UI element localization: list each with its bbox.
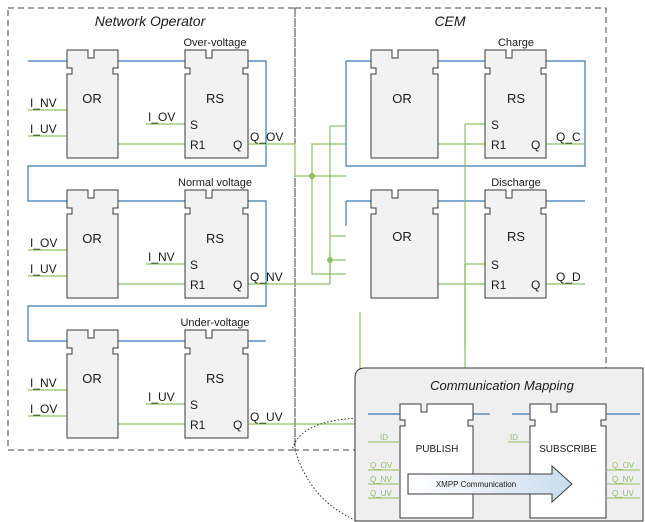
label-i-ov: I_OV bbox=[30, 236, 57, 250]
svg-text:R1: R1 bbox=[491, 138, 507, 152]
svg-text:OR: OR bbox=[82, 91, 102, 106]
cem-title: CEM bbox=[434, 13, 465, 29]
svg-text:S: S bbox=[190, 258, 198, 272]
svg-text:RS: RS bbox=[206, 371, 224, 386]
label-i-uv: I_UV bbox=[30, 262, 57, 276]
label-i-nv: I_NV bbox=[148, 250, 175, 264]
or-block-over-voltage: OR bbox=[66, 49, 119, 159]
svg-text:S: S bbox=[190, 398, 198, 412]
svg-text:S: S bbox=[190, 118, 198, 132]
publish-q-uv: Q_UV bbox=[370, 489, 392, 498]
subscribe-q-ov: Q_OV bbox=[612, 461, 635, 470]
junction-dot bbox=[327, 257, 333, 263]
rs-block-over-voltage: RS S R1 Q bbox=[184, 49, 249, 159]
svg-text:Q: Q bbox=[233, 278, 242, 292]
rs-block-normal-voltage: RS S R1 Q bbox=[184, 189, 249, 299]
svg-text:Q: Q bbox=[531, 138, 540, 152]
communication-mapping-title: Communication Mapping bbox=[430, 378, 575, 393]
charge-title: Charge bbox=[498, 37, 534, 49]
xmpp-arrow bbox=[407, 464, 573, 504]
svg-text:RS: RS bbox=[206, 231, 224, 246]
or-block-under-voltage: OR bbox=[66, 329, 119, 439]
svg-text:R1: R1 bbox=[491, 278, 507, 292]
svg-text:RS: RS bbox=[507, 229, 525, 244]
junction-dot bbox=[309, 173, 315, 179]
subscribe-label: SUBSCRIBE bbox=[539, 444, 597, 455]
publish-block bbox=[399, 403, 474, 519]
svg-text:Q: Q bbox=[531, 278, 540, 292]
publish-id-label: ID bbox=[380, 433, 388, 442]
label-i-uv: I_UV bbox=[30, 122, 57, 136]
label-q-uv: Q_UV bbox=[250, 410, 283, 424]
svg-text:OR: OR bbox=[392, 91, 412, 106]
publish-q-ov: Q_OV bbox=[370, 461, 393, 470]
zoom-connector bbox=[291, 417, 361, 451]
rs-block-charge: RS S R1 Q bbox=[484, 49, 547, 159]
or-block-normal-voltage: OR bbox=[66, 189, 119, 299]
subscribe-block bbox=[529, 403, 607, 519]
svg-text:OR: OR bbox=[82, 371, 102, 386]
svg-text:R1: R1 bbox=[190, 278, 206, 292]
label-q-nv: Q_NV bbox=[250, 270, 283, 284]
communication-mapping-inset: Communication Mapping PUBLISH SUBSCRIBE … bbox=[354, 367, 644, 522]
label-i-uv: I_UV bbox=[148, 390, 175, 404]
label-i-ov: I_OV bbox=[148, 110, 175, 124]
normal-voltage-title: Normal voltage bbox=[178, 177, 252, 189]
over-voltage-title: Over-voltage bbox=[184, 37, 247, 49]
svg-text:Q: Q bbox=[233, 138, 242, 152]
label-q-ov: Q_OV bbox=[250, 130, 283, 144]
subscribe-id-label: ID bbox=[510, 433, 518, 442]
under-voltage-title: Under-voltage bbox=[180, 317, 249, 329]
svg-text:R1: R1 bbox=[190, 418, 206, 432]
signal-labels: I_NV I_UV I_OV Q_OV I_OV I_UV I_NV Q_NV … bbox=[30, 96, 581, 424]
rs-block-under-voltage: RS S R1 Q bbox=[184, 329, 249, 439]
network-operator-region bbox=[7, 7, 296, 451]
publish-label: PUBLISH bbox=[416, 444, 459, 455]
subscribe-q-nv: Q_NV bbox=[612, 475, 634, 484]
label-i-nv: I_NV bbox=[30, 376, 57, 390]
subscribe-q-uv: Q_UV bbox=[612, 489, 634, 498]
label-q-c: Q_C bbox=[556, 130, 581, 144]
or-block-discharge: OR bbox=[370, 189, 439, 299]
zoom-connector bbox=[294, 449, 356, 521]
publish-q-nv: Q_NV bbox=[370, 475, 392, 484]
svg-text:Q: Q bbox=[233, 418, 242, 432]
svg-text:RS: RS bbox=[507, 91, 525, 106]
svg-text:R1: R1 bbox=[190, 138, 206, 152]
svg-text:S: S bbox=[491, 258, 499, 272]
svg-text:S: S bbox=[491, 118, 499, 132]
svg-text:RS: RS bbox=[206, 91, 224, 106]
label-q-d: Q_D bbox=[556, 270, 581, 284]
label-i-ov: I_OV bbox=[30, 402, 57, 416]
discharge-title: Discharge bbox=[491, 177, 541, 189]
or-block-charge: OR bbox=[370, 49, 439, 159]
network-operator-title: Network Operator bbox=[95, 13, 207, 29]
rs-block-discharge: RS S R1 Q bbox=[484, 189, 547, 299]
xmpp-arrow-label: XMPP Communication bbox=[436, 480, 516, 489]
svg-text:OR: OR bbox=[82, 231, 102, 246]
svg-text:OR: OR bbox=[392, 229, 412, 244]
cem-region bbox=[294, 7, 607, 451]
label-i-nv: I_NV bbox=[30, 96, 57, 110]
